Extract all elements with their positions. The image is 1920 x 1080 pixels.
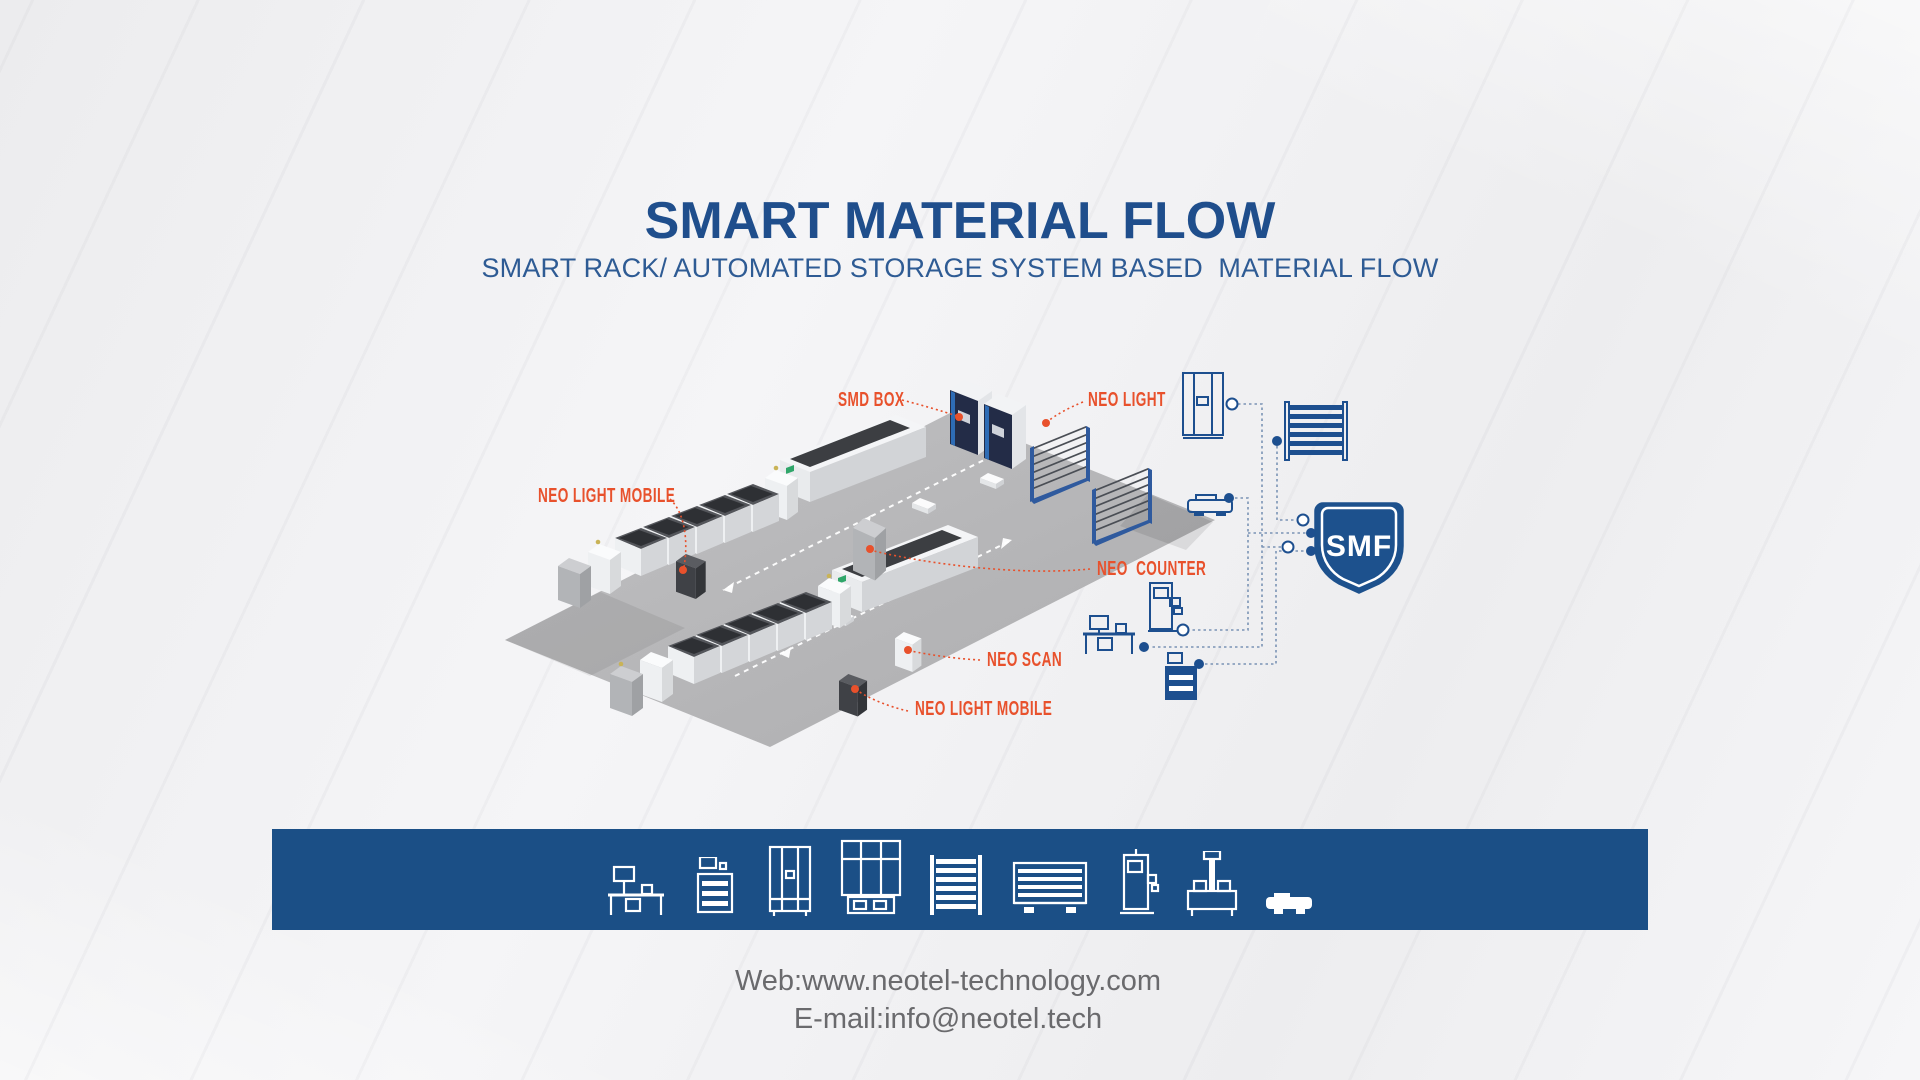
product-icon-row xyxy=(272,829,1648,930)
header: SMART MATERIAL FLOW SMART RACK/ AUTOMATE… xyxy=(0,194,1920,284)
label-leader-lines xyxy=(669,399,1091,712)
factory-floor-illustration xyxy=(505,380,1215,747)
page-title: SMART MATERIAL FLOW xyxy=(644,192,1276,250)
smf-system-diagram: SMF xyxy=(1083,372,1404,700)
label-smd-box: SMD BOX xyxy=(838,389,905,411)
mobile-rack-icon xyxy=(1012,861,1088,913)
website-text: Web:www.neotel-technology.com xyxy=(734,965,1162,997)
neo-light-mobile-device xyxy=(676,554,706,599)
contact-info: Web:www.neotel-technology.com E-mail:inf… xyxy=(0,962,1908,1038)
neo-light-mobile-device xyxy=(839,674,868,717)
workstation-desk-icon xyxy=(608,865,664,915)
smart-rack-icon xyxy=(840,839,902,915)
label-neo-counter: NEO COUNTER xyxy=(1097,558,1207,580)
storage-cabinet-icon xyxy=(1182,372,1224,439)
shelf-rack-icon xyxy=(930,855,982,915)
scan-cart-icon xyxy=(1167,652,1183,664)
smf-shield-icon: SMF xyxy=(1314,502,1404,594)
email-text: E-mail:info@neotel.tech xyxy=(793,1003,1103,1035)
counter-machine-icon xyxy=(1120,849,1160,915)
scan-cart-icon xyxy=(696,857,734,914)
page-subtitle: SMART RACK/ AUTOMATED STORAGE SYSTEM BAS… xyxy=(481,253,1439,283)
shelf-rack-icon xyxy=(1284,401,1348,461)
connector-lines xyxy=(1150,403,1306,665)
scan-station-icon xyxy=(1186,851,1238,916)
label-neo-light-mobile-left: NEO LIGHT MOBILE xyxy=(538,485,676,507)
smf-badge-text: SMF xyxy=(1326,530,1392,563)
storage-cabinet-icon xyxy=(768,845,812,916)
product-banner xyxy=(272,829,1648,930)
agv-icon xyxy=(1266,893,1312,914)
label-neo-light-mobile-bottom: NEO LIGHT MOBILE xyxy=(915,698,1053,720)
workstation-desk-icon xyxy=(1083,615,1135,654)
counter-machine-icon xyxy=(1148,582,1183,632)
connector-nodes xyxy=(1139,397,1316,669)
label-neo-light: NEO LIGHT xyxy=(1088,389,1166,411)
label-neo-scan: NEO SCAN xyxy=(987,649,1063,671)
icon-fills xyxy=(1165,405,1343,700)
agv-icon xyxy=(1187,494,1233,513)
